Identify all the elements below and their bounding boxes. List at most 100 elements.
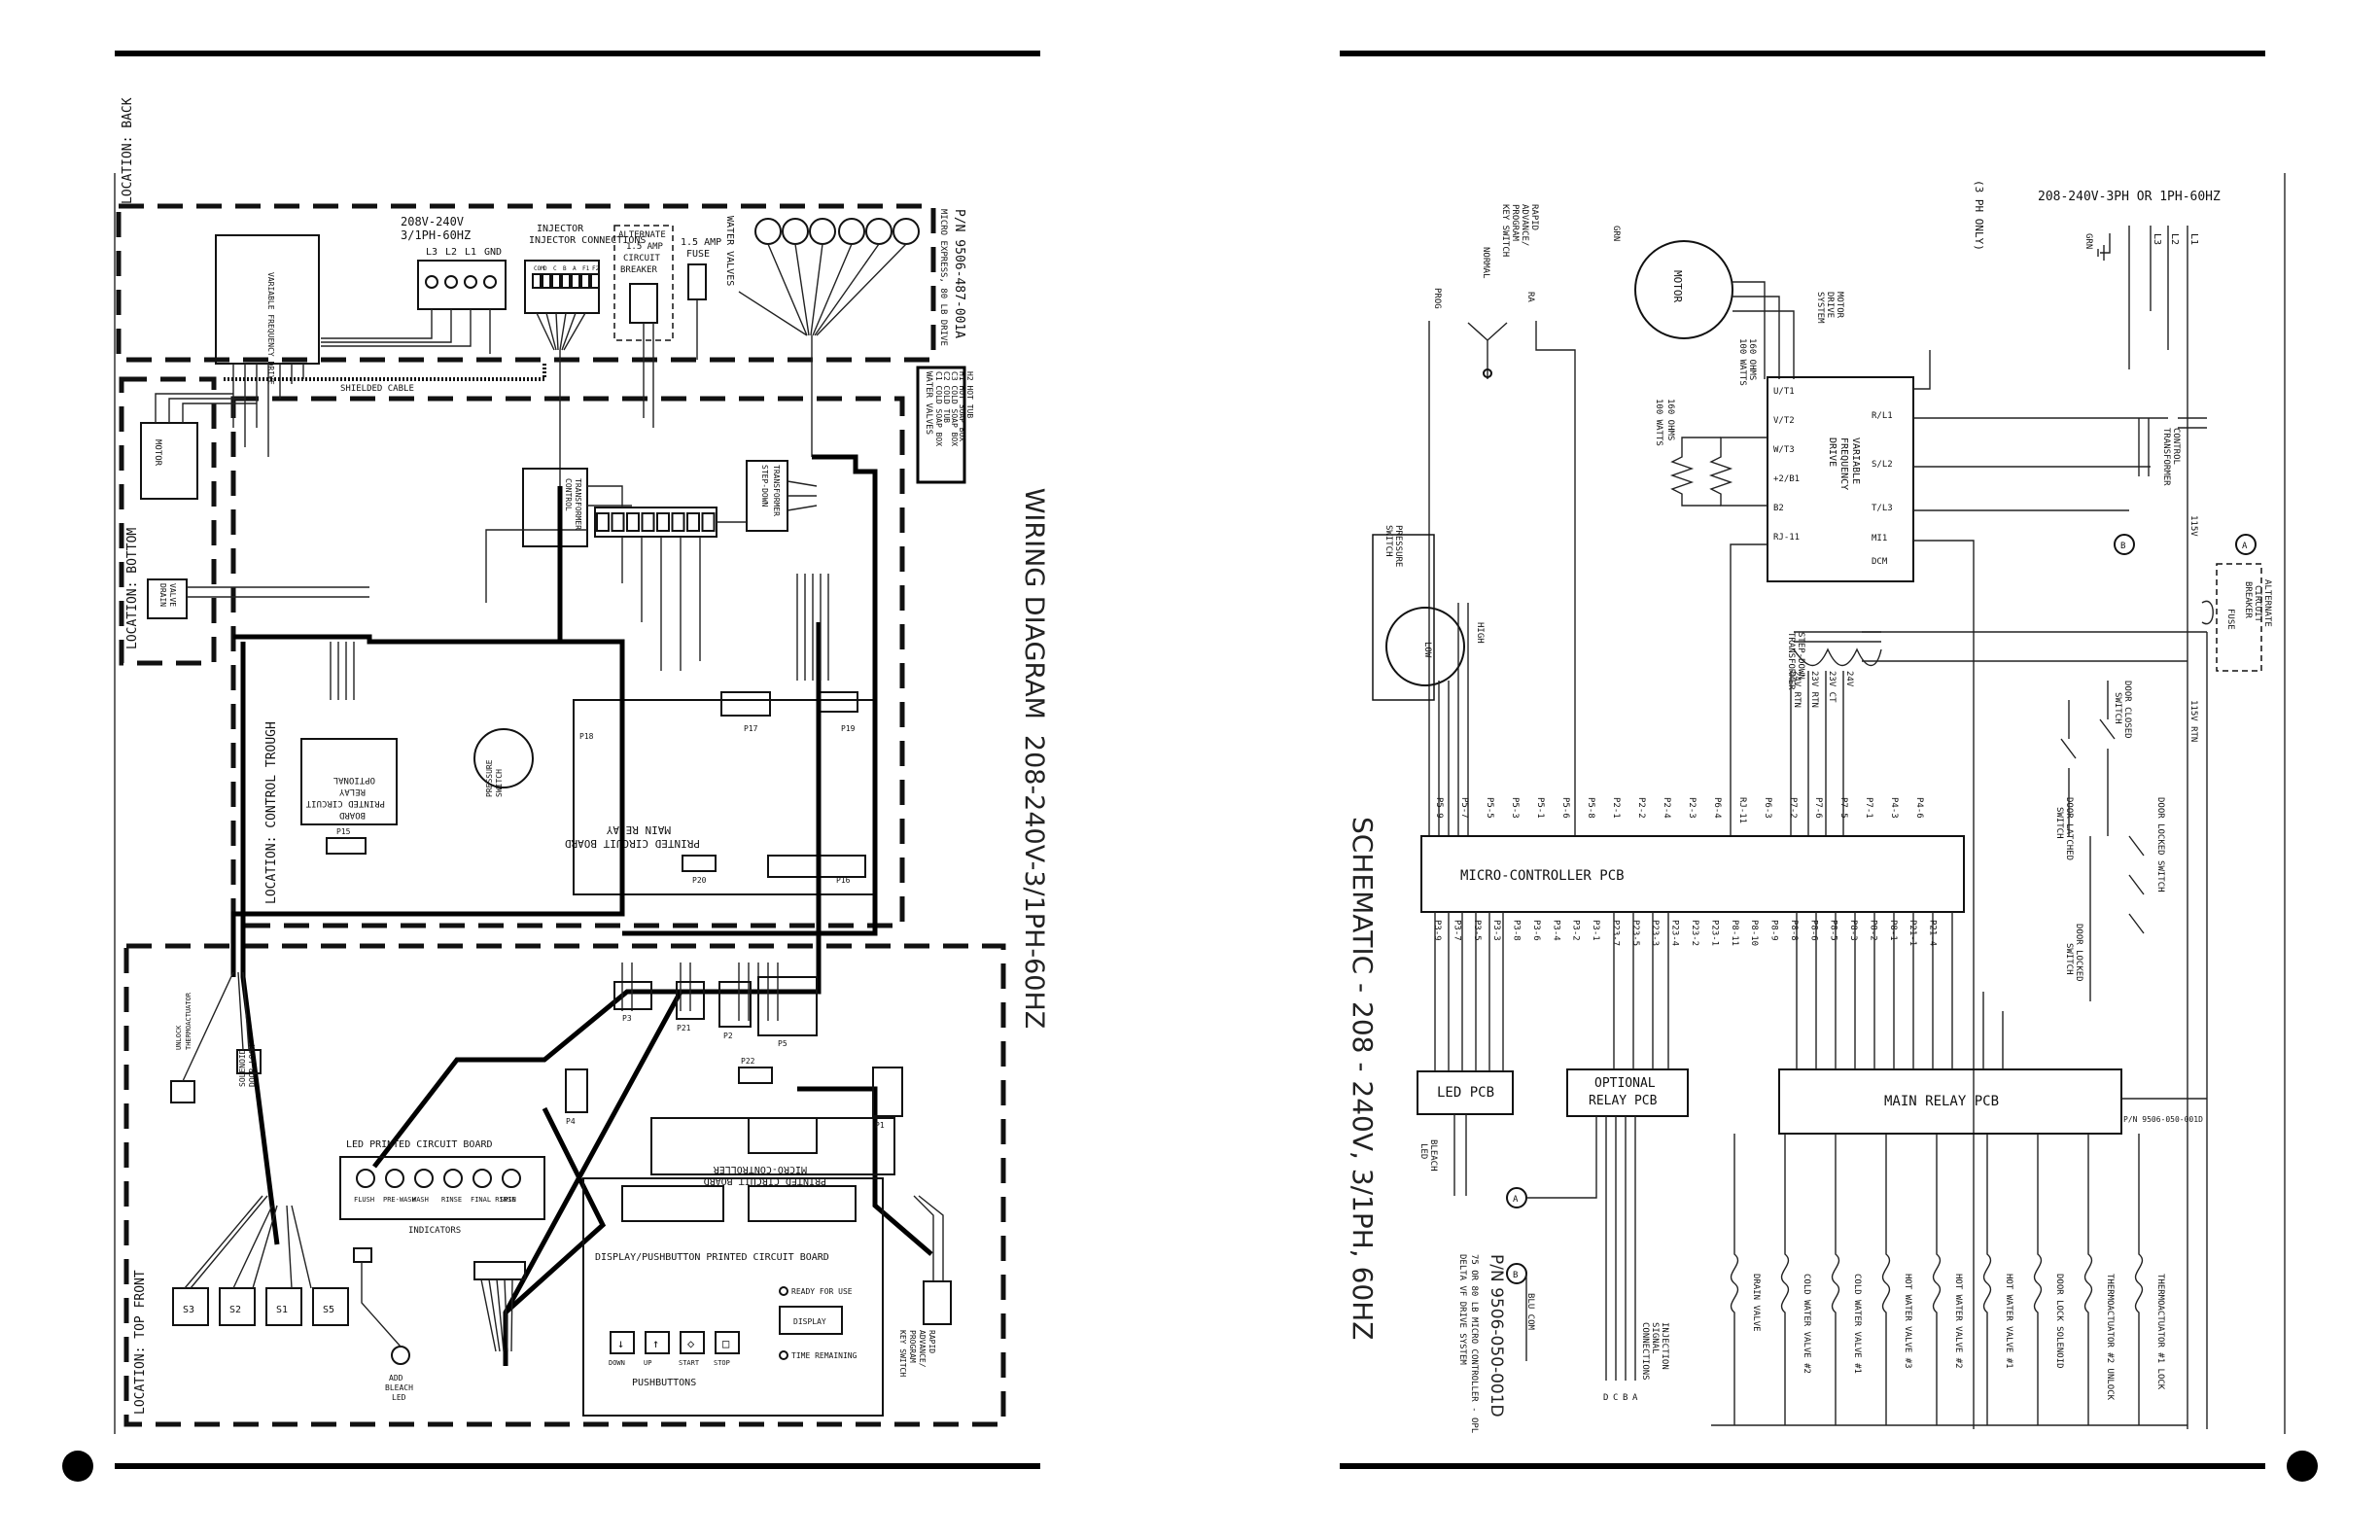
indicator-led: [414, 1169, 434, 1188]
terminal-cell: [611, 512, 625, 532]
connector-p4: [565, 1068, 588, 1113]
display-board-label: DISPLAY/PUSHBUTTON PRINTED CIRCUIT BOARD: [595, 1252, 829, 1263]
pressure-switch-2: SWITCH: [1383, 525, 1393, 557]
pressure-diaphragm: [1385, 607, 1465, 686]
pcb-pin-label: P7-5: [1838, 797, 1848, 819]
vfd-terminal-label: W/T3: [1773, 445, 1795, 455]
key-ra: RA: [1525, 292, 1535, 302]
pcb-pin-label: P23-5: [1630, 920, 1640, 946]
vfd-block: [215, 234, 320, 365]
wiring-title: WIRING DIAGRAM208-240V-3/1PH-60HZ: [1019, 488, 1049, 1030]
opt-relay-label-4: BOARD: [339, 810, 366, 820]
resistor-2: [1669, 437, 1721, 507]
valve-wires: [738, 243, 907, 457]
fuse-symbol: [2201, 600, 2214, 625]
key-switch-label-4: KEY SWITCH: [898, 1330, 907, 1377]
pcb-pin-label: P8-6: [1808, 920, 1818, 941]
vfd-label-3: DRIVE: [1827, 438, 1838, 467]
ref-b: [2114, 534, 2135, 555]
vfd-block: [1767, 376, 1914, 582]
terminal-cell: [641, 512, 655, 532]
vfd-label-1: VARIABLE: [1850, 438, 1861, 484]
ground-label: GRN: [2083, 233, 2093, 249]
door-switch-label: S1: [276, 1305, 288, 1315]
injection-1: INJECTION: [1660, 1322, 1669, 1370]
heavy-cable-g: [797, 1086, 933, 1256]
connector-p22: [738, 1067, 773, 1084]
door-switch-s1: [265, 1287, 302, 1326]
control-transformer: [522, 468, 588, 547]
injector-terminal-label: B: [563, 265, 567, 272]
bleach-led: [391, 1346, 410, 1365]
grn-drop: [1913, 350, 1931, 390]
time-remaining-label: TIME REMAINING: [791, 1351, 858, 1360]
term-l3: L3: [426, 247, 438, 258]
key-switch-label-1: RAPID: [928, 1330, 936, 1353]
injector-terminal-label: COM: [534, 265, 544, 272]
ct-115v: 115V: [2188, 515, 2198, 537]
pcb-pin-label: P3-9: [1432, 920, 1442, 941]
drain-wires: [187, 586, 369, 598]
door-switch-label: S5: [323, 1305, 334, 1315]
bleach-led-label-1: ADD: [389, 1374, 403, 1382]
breaker-body: [629, 283, 658, 324]
terminal-cell: [596, 512, 610, 532]
legend-title: WATER VALVES: [924, 371, 933, 435]
pcb-pin-label: P3-5: [1472, 920, 1482, 941]
key-normal: NORMAL: [1481, 247, 1490, 279]
pcb-pin-label: P7-6: [1813, 797, 1823, 819]
pushbutton-down: [610, 1331, 635, 1354]
display-label: DISPLAY: [793, 1317, 826, 1326]
region-trough: [230, 396, 905, 928]
door-switch-s5: [312, 1287, 349, 1326]
fuse-wires: [643, 299, 698, 428]
bleach-leads: [1453, 1114, 1467, 1196]
injector-label-1: INJECTOR: [537, 224, 584, 234]
connector-p17: [720, 691, 771, 717]
led-pcb-label: LED PCB: [1437, 1085, 1494, 1101]
line-l3: L3: [2152, 233, 2162, 245]
vfd-terminal-label: U/T1: [1773, 387, 1795, 397]
pcb-pin-label: P8-9: [1769, 920, 1779, 941]
opt-relay-label-3: PRINTED CIRCUIT: [305, 798, 385, 808]
bleach-label-2: LED: [1418, 1143, 1428, 1159]
legend-row: H1 HOT SOAP BOX: [958, 371, 966, 441]
inj-d: D: [1603, 1393, 1608, 1403]
pressure-switch: [473, 728, 534, 788]
vfd-terminal-label: T/L3: [1872, 504, 1893, 513]
pcb-pin-label: P6-3: [1763, 797, 1772, 819]
indicator-led: [443, 1169, 463, 1188]
bleach-wires: [361, 1262, 402, 1348]
bus-wires: [330, 574, 829, 1021]
ref-b-left-label: B: [1513, 1271, 1518, 1280]
opt-relay-pcb-1: OPTIONAL: [1594, 1076, 1656, 1091]
load-coil: [2083, 1134, 2093, 1425]
connector-p2: [718, 981, 752, 1028]
legend-row: C1 COLD SOAP BOX: [934, 371, 943, 446]
thermoactuator: [170, 1080, 195, 1103]
pcb-pin-label: P4-6: [1914, 797, 1924, 819]
stepdown-tap-label: 23V CT: [1827, 671, 1837, 703]
motor-sys-1: MOTOR: [1835, 292, 1844, 319]
shielded-cable-label: SHIELDED CABLE: [340, 384, 414, 394]
injector-terminal-label: A: [573, 265, 577, 272]
key-prog: PROG: [1432, 288, 1442, 309]
schematic: SCHEMATIC - 208 - 240V, 3/1PH, 60HZ 208-…: [1347, 180, 2272, 1433]
indicator-led: [356, 1169, 375, 1188]
bleach-label-1: BLEACH: [1428, 1139, 1438, 1172]
load-coil: [1881, 1134, 1891, 1425]
pcb-pin-label: P3-4: [1551, 920, 1560, 941]
ref-a-left-label: A: [1513, 1195, 1519, 1205]
port-p3: P3: [622, 1014, 632, 1023]
micro-board-label-1: MICRO-CONTROLLER: [713, 1164, 807, 1174]
supply-phase: 3/1PH-60HZ: [401, 228, 471, 242]
region-back: [116, 203, 936, 363]
inj-b: B: [1623, 1393, 1628, 1403]
pcb-pin-label: P2-3: [1687, 797, 1697, 819]
opt-relay-pcb-2: RELAY PCB: [1589, 1094, 1658, 1108]
pcb-pin-label: P5-7: [1459, 797, 1469, 819]
stepdown-label-2: TRANSFORMER: [772, 465, 781, 516]
vfd-terminal-label: S/L2: [1872, 460, 1893, 470]
